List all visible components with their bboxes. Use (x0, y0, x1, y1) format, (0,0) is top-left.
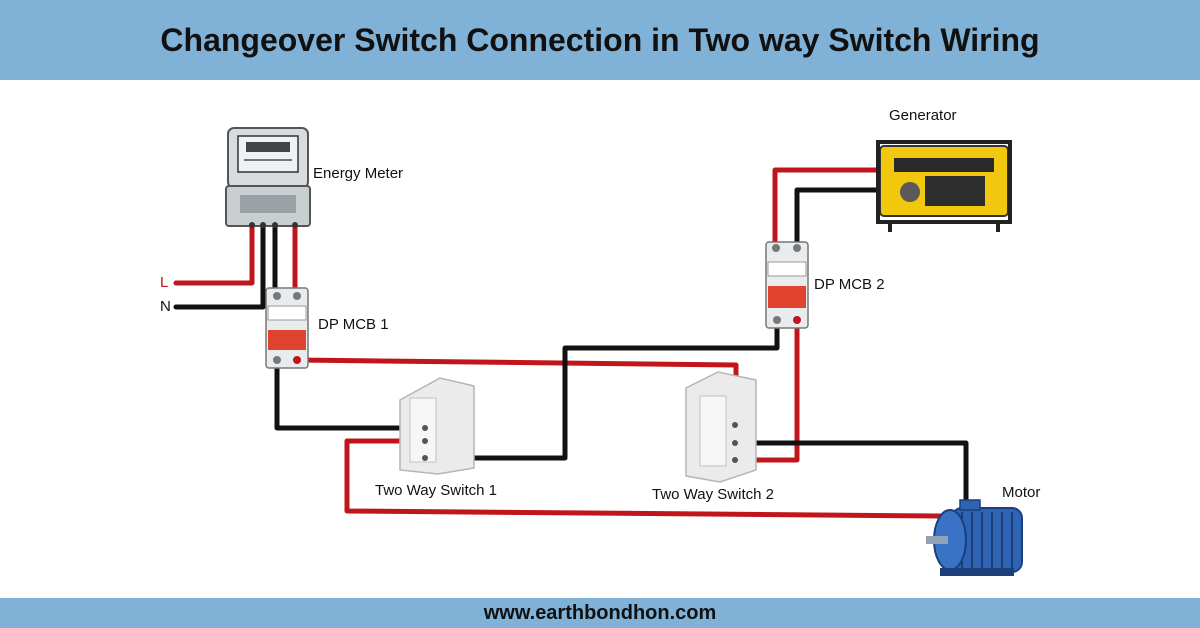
motor-icon (926, 499, 1023, 576)
wire-switch2-to-motor-neutral (732, 440, 969, 513)
mcb1-icon (265, 287, 309, 369)
switch2-label: Two Way Switch 2 (652, 486, 774, 503)
switch2-icon (685, 371, 757, 483)
wire-mcb1-to-switch2-live (294, 357, 739, 428)
neutral-label: N (160, 298, 171, 315)
wire-supply-neutral (173, 219, 266, 310)
title-banner: Changeover Switch Connection in Two way … (0, 0, 1200, 80)
page-title: Changeover Switch Connection in Two way … (160, 21, 1040, 58)
wiring-diagram (173, 127, 1023, 576)
wire-generator-to-mcb2-live (772, 167, 883, 248)
energy-meter-label: Energy Meter (313, 165, 404, 182)
footer-banner: www.earthbondhon.com (0, 598, 1200, 628)
line-label: L (160, 274, 169, 291)
wire-switch1-to-motor-live (344, 438, 943, 519)
wire-generator-to-mcb2-neutral (794, 187, 883, 248)
switch1-label: Two Way Switch 1 (375, 482, 497, 499)
switch1-icon (399, 377, 475, 475)
wire-supply-live (173, 219, 255, 286)
generator-label: Generator (889, 107, 957, 124)
mcb1-label: DP MCB 1 (318, 316, 389, 333)
mcb2-icon (765, 241, 809, 329)
motor-label: Motor (1002, 484, 1041, 501)
energy-meter-icon (225, 127, 311, 228)
footer-url: www.earthbondhon.com (483, 601, 717, 624)
wire-mcb1-to-switch1-neutral (274, 357, 428, 431)
wire-switch1-to-mcb2-neutral (422, 317, 780, 461)
mcb2-label: DP MCB 2 (814, 276, 885, 293)
wires (173, 167, 969, 519)
generator-icon (876, 140, 1012, 232)
